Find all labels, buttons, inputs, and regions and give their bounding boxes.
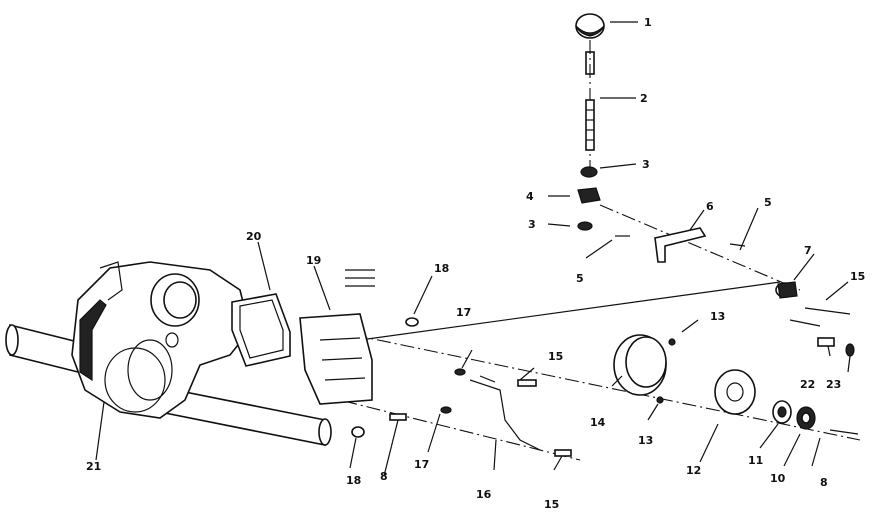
- callout-21: 21: [86, 460, 101, 473]
- shift-lever-rod: [585, 40, 595, 170]
- callout-18: 18: [434, 262, 449, 275]
- keys-and-pins: [351, 317, 676, 457]
- callout-15: 15: [544, 498, 559, 511]
- callout-2: 2: [640, 92, 648, 105]
- leader-lines: [95, 21, 851, 477]
- callout-19: 19: [306, 254, 321, 267]
- callout-22: 22: [800, 378, 815, 391]
- axis-line-main: [329, 329, 861, 441]
- callout-5: 5: [576, 272, 584, 285]
- callout-15: 15: [850, 270, 865, 283]
- callout-14: 14: [590, 416, 606, 429]
- callout-7: 7: [804, 244, 812, 257]
- callout-20: 20: [246, 230, 262, 243]
- side-cover: [299, 269, 375, 405]
- callout-18: 18: [346, 474, 361, 487]
- pin-23: [845, 343, 855, 357]
- bearing-cover: [613, 334, 667, 396]
- callout-labels: 1 2 3 3 4 5 5 6 7 8 8 10 11 12 13 13 14 …: [86, 16, 865, 511]
- washer-10: [796, 406, 816, 430]
- callout-4: 4: [526, 190, 534, 203]
- callout-3: 3: [642, 158, 650, 171]
- rod-right-parts: [789, 307, 859, 435]
- shift-rod: [599, 204, 801, 291]
- callout-8: 8: [380, 470, 388, 483]
- shift-knob: [575, 13, 605, 39]
- shift-fork-rod: [359, 281, 781, 341]
- callout-16: 16: [476, 488, 492, 501]
- callout-17: 17: [456, 306, 471, 319]
- callout-15: 15: [548, 350, 563, 363]
- callout-11: 11: [748, 454, 763, 467]
- callout-6: 6: [706, 200, 714, 213]
- callout-5: 5: [764, 196, 772, 209]
- rod-end-fitting: [775, 281, 798, 299]
- washer-11: [772, 400, 792, 424]
- lower-nut: [577, 221, 593, 231]
- callout-13: 13: [638, 434, 653, 447]
- shift-fork: [469, 375, 541, 451]
- callout-10: 10: [770, 472, 786, 485]
- callout-23: 23: [826, 378, 841, 391]
- callout-13: 13: [710, 310, 725, 323]
- transmission-case: [71, 261, 251, 419]
- callout-3: 3: [528, 218, 536, 231]
- callout-1: 1: [644, 16, 652, 29]
- axis-line-lower: [319, 394, 581, 461]
- callout-12: 12: [686, 464, 701, 477]
- hub: [714, 369, 756, 415]
- pin-22: [817, 337, 835, 347]
- gasket: [231, 293, 291, 367]
- callout-8: 8: [820, 476, 828, 489]
- callout-17: 17: [414, 458, 429, 471]
- upper-nut: [580, 166, 598, 178]
- shift-bracket-block: [577, 187, 601, 204]
